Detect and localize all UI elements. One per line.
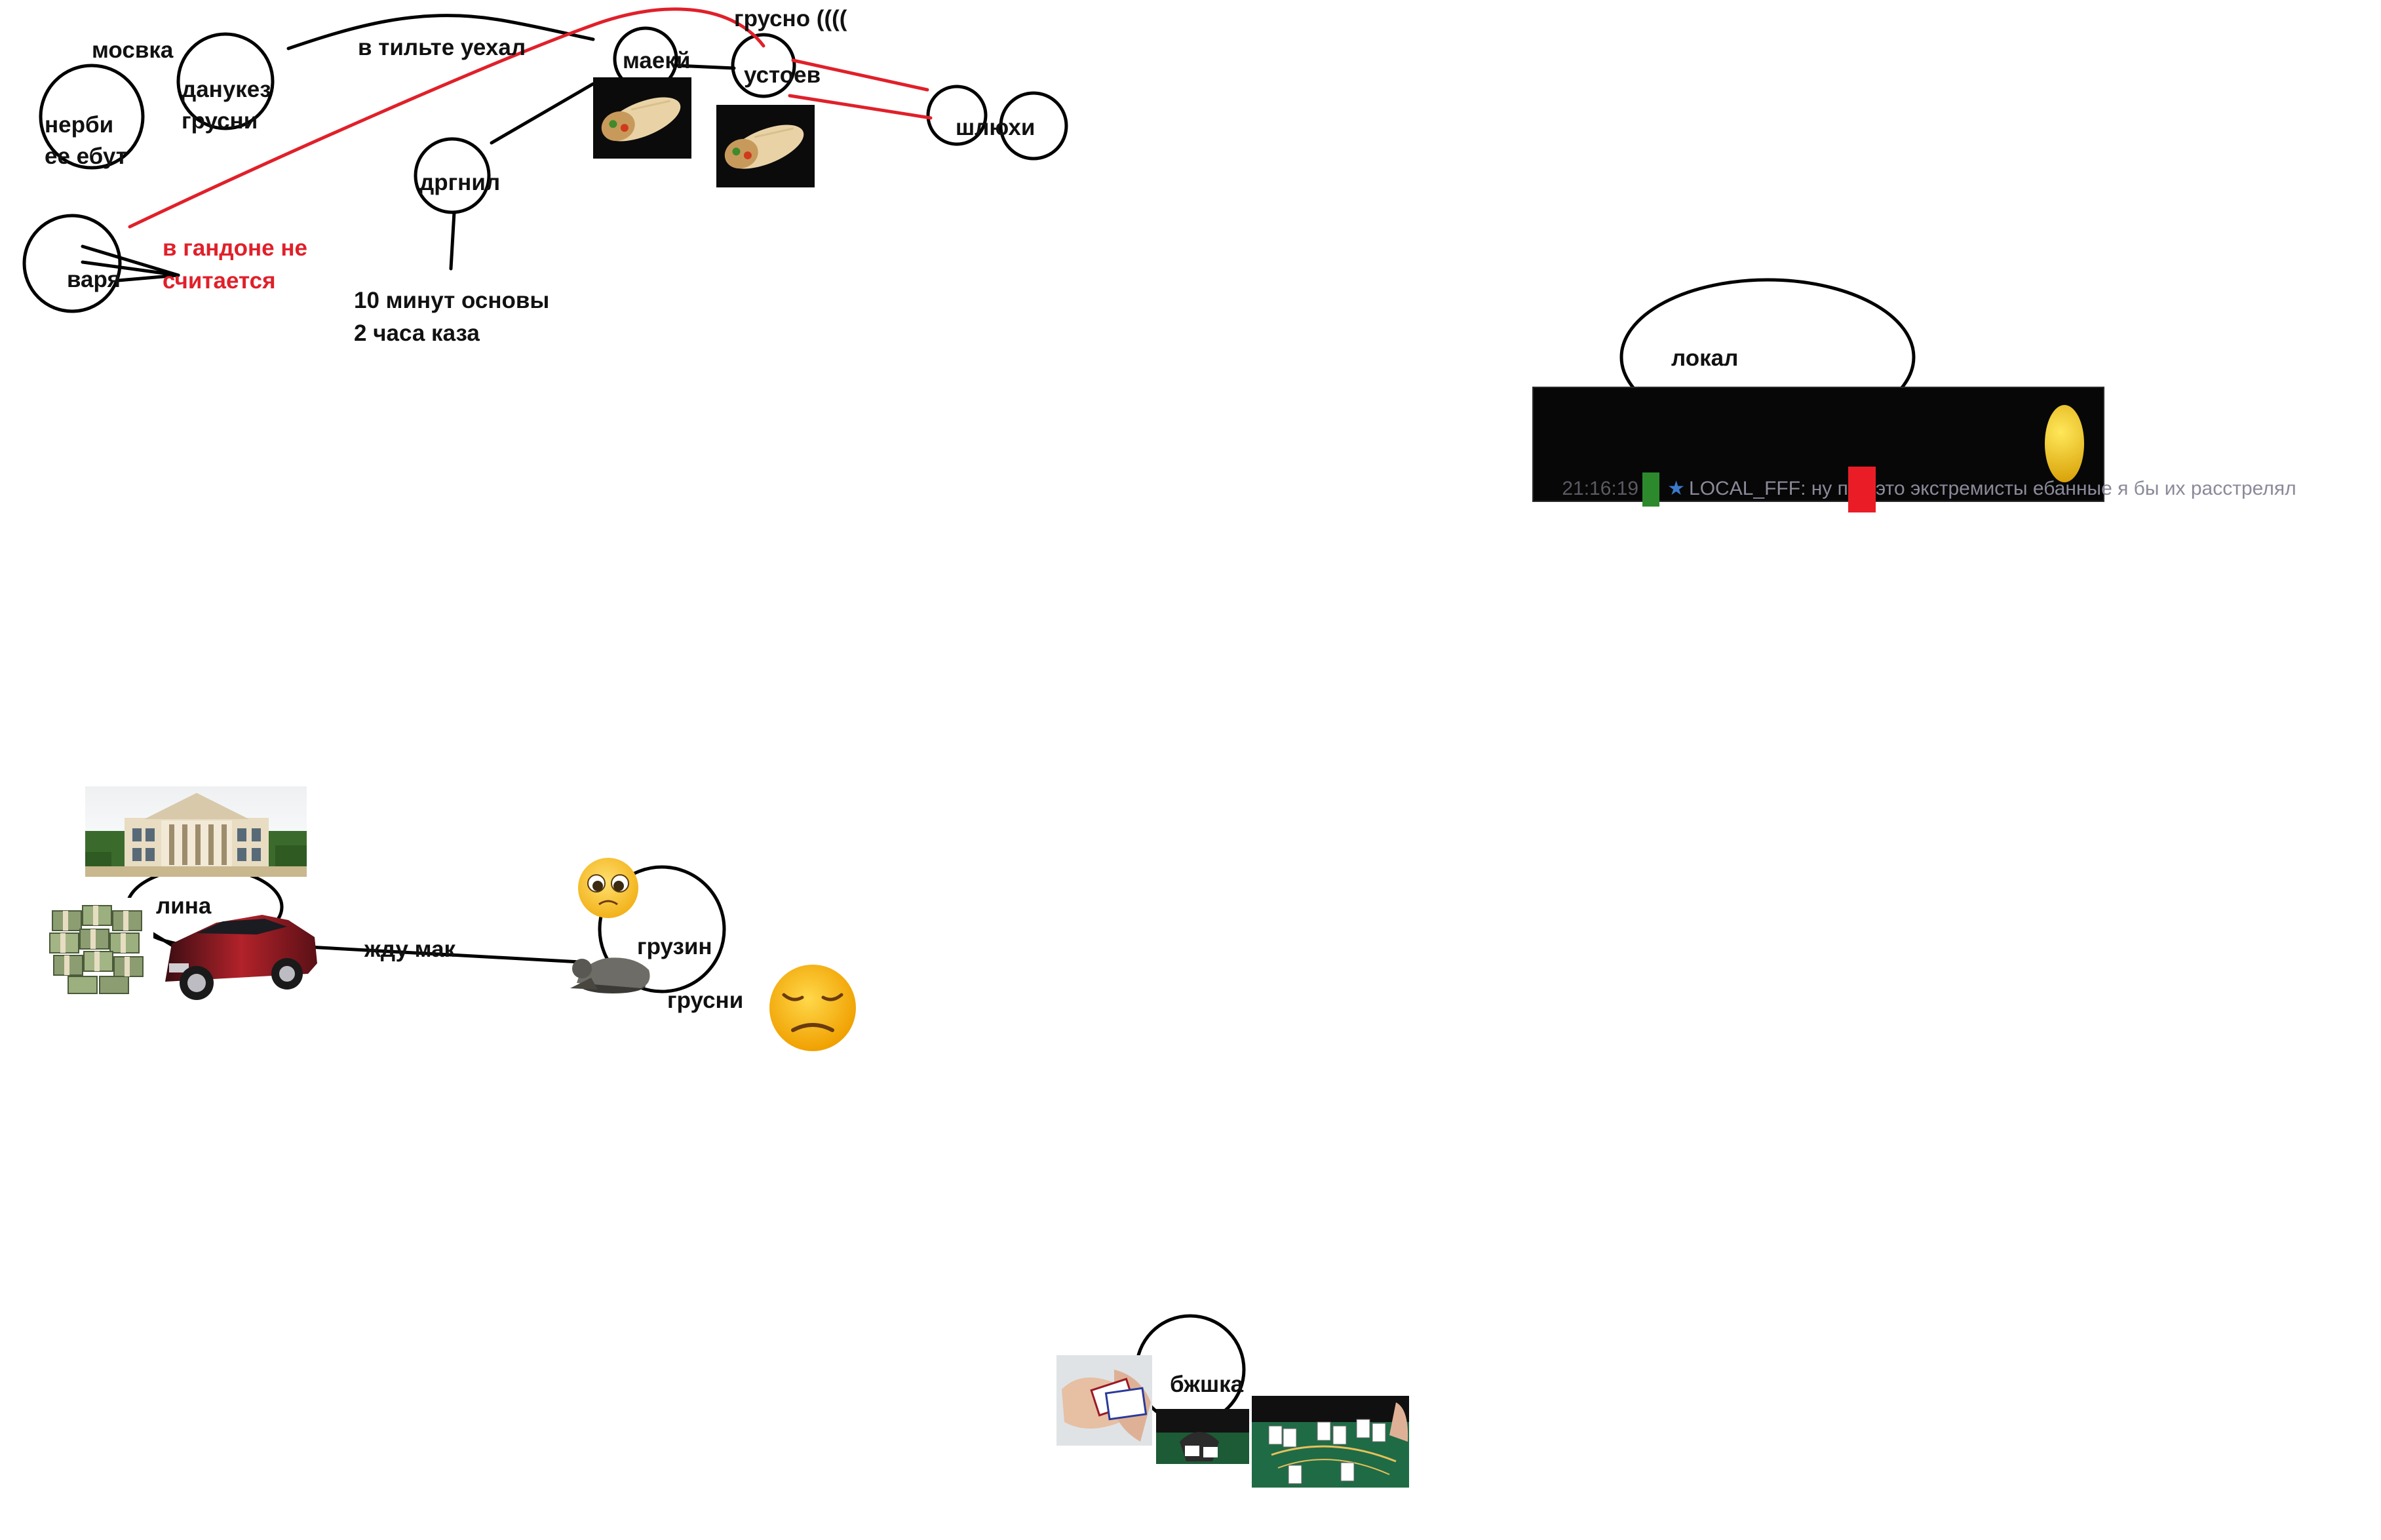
edge-drgnil-osnovy — [449, 210, 456, 271]
shawarma-image-2 — [716, 105, 815, 187]
card-shuffle-image — [1056, 1355, 1152, 1446]
node-circle-varya — [22, 214, 122, 313]
mansion-image — [85, 786, 307, 877]
node-circle-nerbi — [39, 64, 145, 170]
edge-danukez-maekj — [286, 14, 595, 50]
label-mosvka: мосвка — [92, 37, 174, 63]
label-osnovy-line1: 10 минут основы — [354, 288, 550, 313]
node-circle-gruzin — [598, 865, 726, 993]
blackjack-table-image — [1252, 1396, 1409, 1488]
verified-check-icon — [1642, 472, 1660, 507]
label-shlyukhi: шлюхи — [956, 115, 1036, 140]
disappointed-face-icon — [769, 965, 856, 1051]
edge-red-ustoev-shlyukhi-b — [788, 94, 933, 120]
node-circle-drgnil — [414, 137, 491, 214]
chat-message-end: это экстремисты ебанные я бы их расстрел… — [1875, 477, 2296, 499]
edge-drgnil-maekj — [490, 82, 595, 145]
label-nerbi: нерби — [45, 112, 114, 138]
label-zhdu-mak: жду мак — [364, 936, 456, 962]
label-gruzin: грузин — [637, 934, 712, 959]
label-v-tilte: в тильте уехал — [358, 35, 526, 60]
label-ee-ebut: ее ебут — [45, 144, 127, 169]
star-icon: ★ — [1667, 477, 1686, 499]
edge-lina-money — [150, 931, 176, 948]
node-circle-shlyukhi-b — [999, 91, 1068, 161]
label-drgnil: дргнил — [419, 170, 501, 195]
money-image — [43, 898, 153, 996]
smiley-emote-icon — [2045, 405, 2084, 482]
label-grusno: грусно (((( — [734, 6, 847, 31]
label-ustoev: устоев — [744, 62, 821, 88]
car-image — [165, 915, 317, 1000]
crouching-figure-image — [570, 957, 650, 993]
label-v-gandone-line1: в гандоне не — [163, 235, 307, 261]
chat-screenshot: 21:16:19 ★LOCAL_FFF: ну п это экстремисты … — [1532, 387, 2296, 512]
edge-red-varya-ustoev — [128, 7, 765, 229]
label-bzhshka: бжшка — [1170, 1372, 1244, 1397]
label-v-gandone-line2: считается — [163, 268, 276, 294]
label-varya: варя — [67, 267, 121, 292]
label-grusni-bottom: грусни — [667, 988, 744, 1013]
chat-message-line: 21:16:19 ★LOCAL_FFF: ну п это экстремисты … — [1540, 440, 2296, 539]
label-grusni-top: грусни — [182, 108, 258, 134]
label-lokal: локал — [1671, 345, 1739, 371]
pleading-face-icon — [578, 858, 638, 918]
label-danukez: данукез — [182, 77, 271, 102]
node-circle-ustoev — [731, 33, 796, 98]
censor-block — [1848, 467, 1876, 512]
node-circle-shlyukhi-a — [926, 85, 988, 146]
node-circle-danukez — [176, 32, 275, 130]
chat-timestamp: 21:16:19 — [1562, 477, 1639, 499]
edge-red-ustoev-shlyukhi-a — [791, 58, 929, 92]
edge-varya-gandone-c — [116, 273, 180, 282]
card-dealer-image — [1156, 1409, 1249, 1464]
edge-maekj-ustoev — [674, 64, 736, 70]
edge-varya-gandone-b — [81, 260, 180, 277]
chat-message-start: LOCAL_FFF: ну п — [1689, 477, 1848, 499]
label-osnovy-line2: 2 часа каза — [354, 320, 480, 346]
edge-lina-gruzin — [306, 945, 582, 964]
label-lina: лина — [156, 893, 212, 919]
edge-varya-gandone-a — [81, 244, 180, 277]
shawarma-image-1 — [593, 77, 691, 159]
label-maekj: маекй — [623, 48, 691, 73]
